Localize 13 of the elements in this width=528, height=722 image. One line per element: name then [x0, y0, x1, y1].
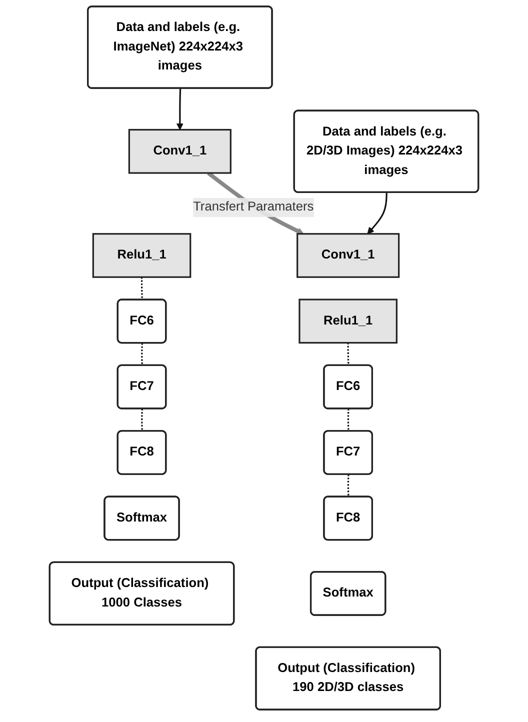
connector	[140, 277, 143, 300]
arrow	[367, 192, 388, 234]
node-box: Conv1_1	[128, 128, 232, 174]
connector	[141, 408, 143, 432]
connector	[347, 474, 350, 497]
arrow	[176, 88, 184, 130]
node-box: Relu1_1	[92, 233, 192, 278]
connector	[347, 408, 350, 432]
connector	[347, 342, 350, 366]
node-box: Conv1_1	[296, 233, 400, 278]
node-box: Relu1_1	[298, 298, 398, 344]
connector	[141, 343, 143, 366]
edge-label: Transfert Paramaters	[193, 200, 314, 214]
